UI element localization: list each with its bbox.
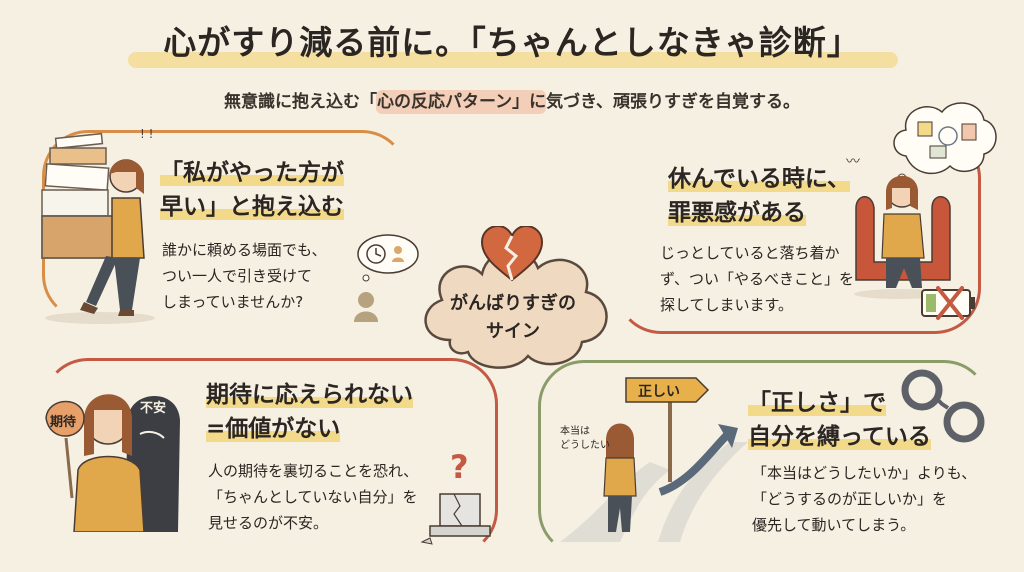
low-battery-icon [921,286,975,320]
person-carrying-boxes-illustration: ! ! [41,127,155,324]
svg-text:! !: ! ! [140,127,153,141]
thought-line1: 本当は [560,424,590,437]
card-top-left-heading: 「私がやった方が 早い」と抱え込む [160,160,344,220]
person-in-armchair-illustration: 〰 [846,154,951,299]
clock-bubble-icon [354,234,419,322]
svg-text:?: ? [450,448,469,486]
card-bottom-left-frame [42,358,498,556]
cracked-pedestal-icon: ? [420,448,491,545]
card-bottom-right-body: 「本当はどうしたいか」よりも、 「どうするのが正しいか」を 優先して動いてしまう… [752,464,977,534]
page-title: 心がすり減る前に。「ちゃんとしなきゃ診断」 [163,23,861,62]
subtitle-highlight [376,90,546,114]
card-bottom-right-heading: 「正しさ」で 自分を縛っている [748,390,931,450]
svg-text:〰: 〰 [846,154,860,170]
broken-heart-icon [480,226,544,282]
card-bottom-right-frame [538,360,990,556]
center-label: がんばりすぎの サイン [450,293,576,342]
page-subtitle: 無意識に抱え込む「心の反応パターン」に気づき、頑張りすぎを自覚する。 [224,92,800,112]
shadow-label: 不安 [140,400,166,416]
crossroads-illustration: 正しい 本当は どうしたい [560,377,748,542]
title-highlight [128,52,898,68]
card-top-right-heading: 休んでいる時に、 罪悪感がある [668,166,851,226]
card-bottom-left-body: 人の期待を裏切ることを恐れ、 「ちゃんとしていない自分」を 見せるのが不安。 [208,462,419,532]
card-bottom-left-heading: 期待に応えられない =価値がない [206,382,413,442]
center-cloud [424,249,608,369]
handcuffs-icon [901,369,985,443]
busy-thoughts-bubble-icon [893,102,997,183]
card-top-left-body: 誰かに頼める場面でも、 つい一人で引き受けて しまっていませんか? [162,241,327,311]
mask-and-shadow-illustration: 不安 期待 [45,394,180,532]
mask-sign-label: 期待 [50,414,76,430]
card-top-right-frame [615,132,981,334]
signpost-label: 正しい [638,384,680,400]
card-top-right-body: じっとしていると落ち着か ず、つい「やるべきこと」を 探してしまいます。 [660,244,854,314]
thought-line2: どうしたい [560,439,610,451]
